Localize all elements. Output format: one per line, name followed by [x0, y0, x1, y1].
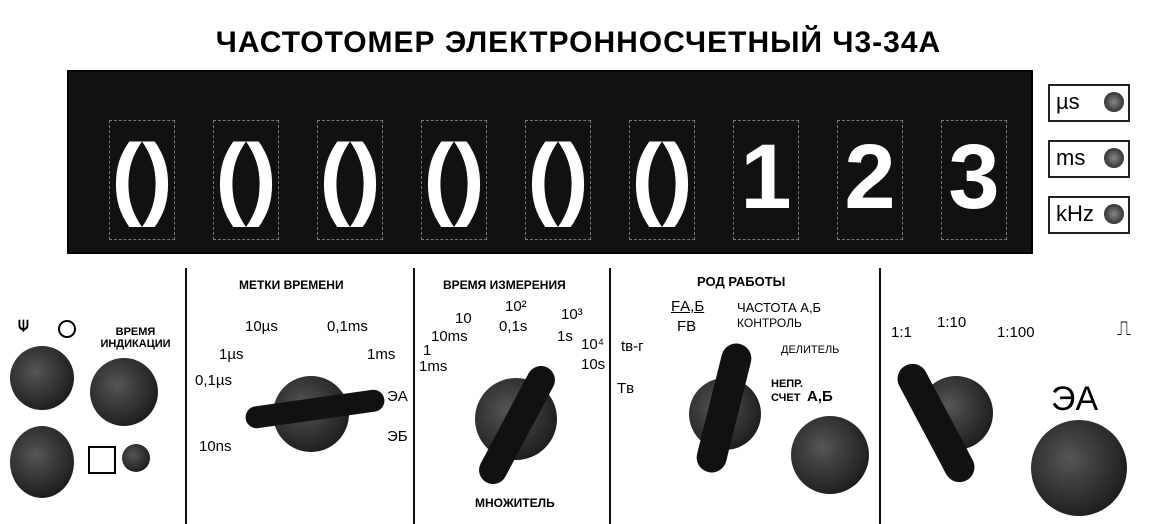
connector-socket[interactable] — [122, 444, 150, 472]
position-label: 0,1µs — [195, 372, 232, 389]
unit-label: ms — [1056, 145, 1086, 170]
measure-time-panel: ВРЕМЯ ИЗМЕРЕНИЯ 10 10ms 1 1ms 10² 0,1s 1… — [413, 268, 611, 524]
position-label: ЧАСТОТА А,Б — [737, 300, 822, 315]
digit: () — [319, 126, 381, 228]
position-label: Tв — [617, 380, 635, 397]
mode-panel: РОД РАБОТЫ FА,Б FВ ЧАСТОТА А,Б КОНТРОЛЬ … — [609, 268, 881, 524]
digit-cell: () — [317, 120, 383, 240]
position-label: 10 — [455, 310, 472, 327]
digit: () — [527, 126, 589, 228]
digit-cell: () — [629, 120, 695, 240]
digit: 1 — [740, 126, 792, 228]
mode-toggle-switch[interactable] — [10, 426, 74, 498]
position-label: 1:10 — [937, 314, 967, 331]
reset-button[interactable] — [88, 446, 116, 474]
position-label: 10ms — [431, 328, 468, 345]
position-label: ЭБ — [387, 428, 408, 445]
digit-cell: () — [421, 120, 487, 240]
input-a-label: ЭА — [1051, 380, 1099, 418]
position-label: 1µs — [219, 346, 244, 363]
mode-label: РОД РАБОТЫ — [697, 274, 786, 289]
position-label: 1s — [557, 328, 573, 345]
indicator-lamp-icon — [1104, 204, 1124, 224]
position-label: tв-г — [621, 338, 644, 355]
divider-panel: 1:1 1:10 1:100 ⎍ ЭА — [879, 268, 1157, 524]
position-label: 10ns — [199, 438, 232, 455]
digit-cell: () — [109, 120, 175, 240]
unit-label: µs — [1056, 89, 1080, 114]
indication-time-knob[interactable] — [90, 358, 158, 426]
power-lamp-icon — [58, 320, 76, 338]
position-label: 10³ — [561, 306, 583, 323]
time-marks-label: МЕТКИ ВРЕМЕНИ — [239, 278, 344, 292]
position-label: КОНТРОЛЬ — [737, 316, 802, 330]
position-label: 1:100 — [997, 324, 1035, 341]
continuous-count-label: СЧЕТ — [771, 392, 801, 404]
digit-cell: 3 — [941, 120, 1007, 240]
continuous-count-label: А,Б — [807, 388, 833, 405]
position-label: 10⁴ — [581, 336, 605, 353]
digit: () — [631, 126, 693, 228]
position-label: 10s — [581, 356, 606, 373]
position-label: 1ms — [419, 358, 448, 375]
indicator-lamp-icon — [1104, 92, 1124, 112]
digit: () — [423, 126, 485, 228]
position-label: 1:1 — [891, 324, 912, 341]
digit: 2 — [844, 126, 896, 228]
position-label: 10² — [505, 298, 527, 315]
continuous-count-switch[interactable] — [791, 416, 869, 494]
position-label: FВ — [677, 318, 697, 335]
position-label: 0,1ms — [327, 318, 368, 335]
multiplier-label: МНОЖИТЕЛЬ — [475, 496, 555, 510]
unit-khz-indicator: kHz — [1048, 196, 1130, 234]
position-label: ДЕЛИТЕЛЬ — [781, 344, 840, 356]
indicator-lamp-icon — [1104, 148, 1124, 168]
digit-display: () () () () () () 1 2 3 — [67, 70, 1033, 254]
digit-cell: () — [213, 120, 279, 240]
power-panel: ⍦ ВРЕМЯ ИНДИКАЦИИ — [0, 268, 185, 524]
pulse-icon: ⎍ — [1117, 318, 1131, 340]
position-label: FА,Б — [671, 298, 705, 315]
position-label: 1ms — [367, 346, 396, 363]
input-a-connector[interactable] — [1031, 420, 1127, 516]
digit-cell: 1 — [733, 120, 799, 240]
unit-label: kHz — [1056, 201, 1094, 226]
position-label: 10µs — [245, 318, 278, 335]
power-symbol-icon: ⍦ — [18, 314, 29, 334]
position-label: 0,1s — [499, 318, 528, 335]
digit-cell: 2 — [837, 120, 903, 240]
digit: () — [215, 126, 277, 228]
digit: 3 — [948, 126, 1000, 228]
continuous-count-label: НЕПР. — [771, 378, 803, 390]
indication-time-label: ВРЕМЯ ИНДИКАЦИИ — [100, 326, 171, 350]
unit-us-indicator: µs — [1048, 84, 1130, 122]
time-marks-panel: МЕТКИ ВРЕМЕНИ 10µs 0,1ms 1µs 1ms 0,1µs 1… — [185, 268, 415, 524]
digit: () — [111, 126, 173, 228]
power-toggle-switch[interactable] — [10, 346, 74, 410]
position-label: ЭА — [387, 388, 408, 405]
position-label: 1 — [423, 342, 432, 359]
digit-cell: () — [525, 120, 591, 240]
page-title: ЧАСТОТОМЕР ЭЛЕКТРОННОСЧЕТНЫЙ Ч3-34А — [215, 26, 942, 59]
measure-time-label: ВРЕМЯ ИЗМЕРЕНИЯ — [443, 278, 566, 292]
unit-ms-indicator: ms — [1048, 140, 1130, 178]
